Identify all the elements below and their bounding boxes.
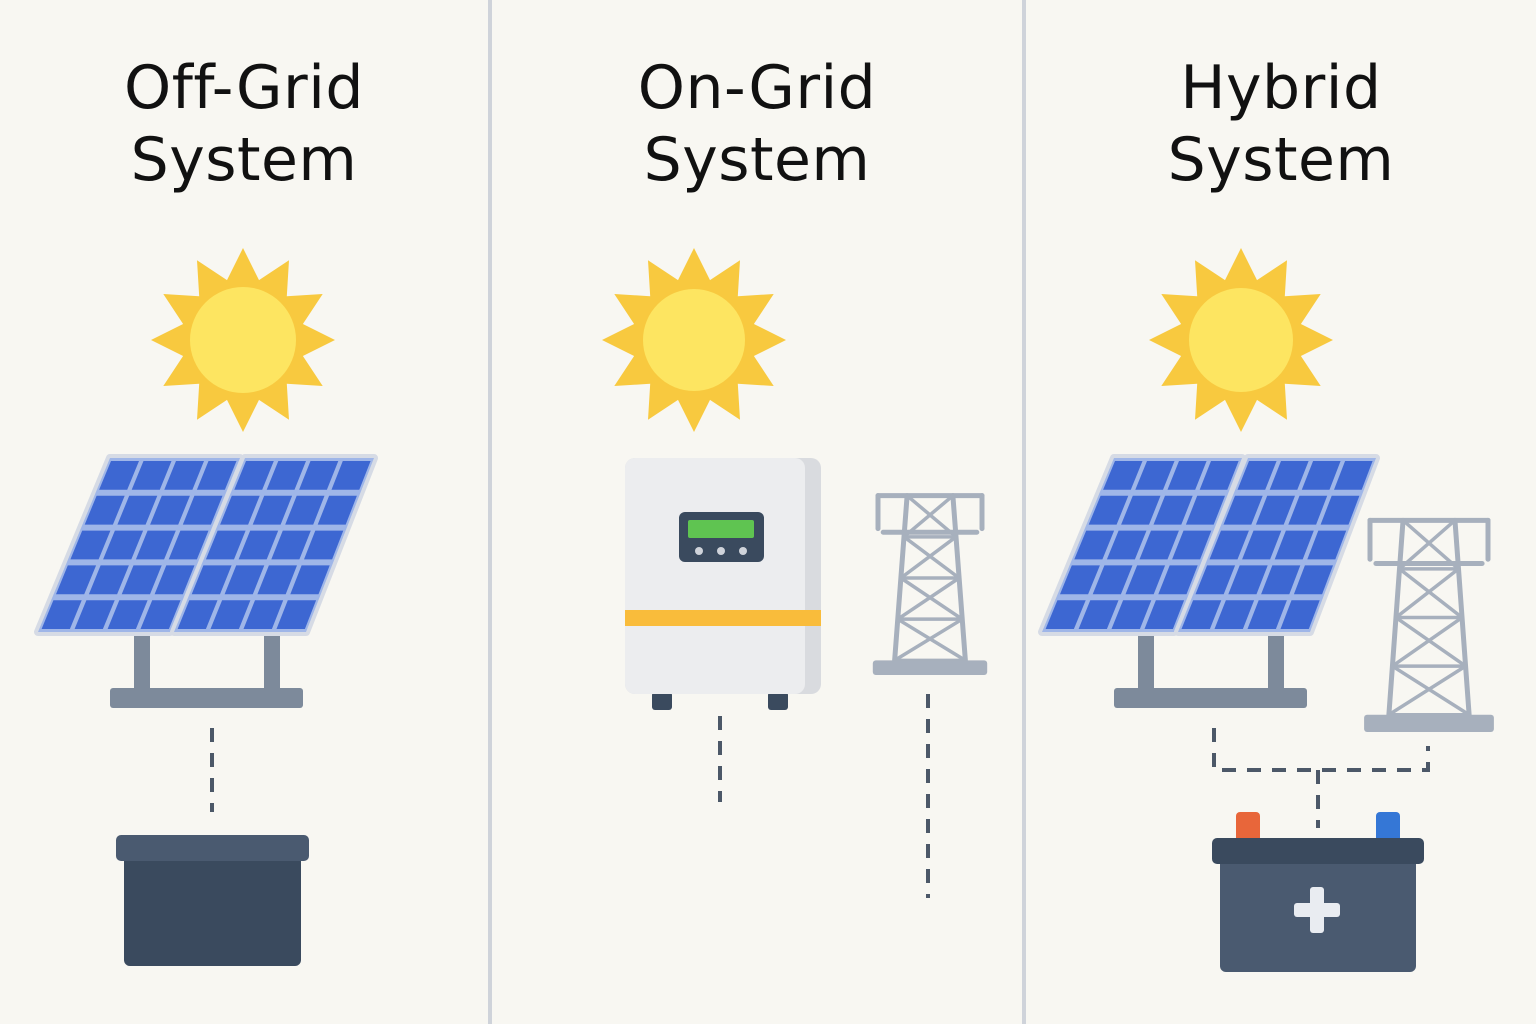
sun-icon [1149,248,1333,432]
solar-panel-left-icon [1038,454,1246,636]
plus-icon [1294,887,1340,933]
negative-terminal [1376,812,1400,842]
title-line-2: System [130,125,358,195]
power-tower-icon [872,493,988,675]
panel-hybrid: Hybrid System [1026,0,1536,1024]
solar-panel-right-icon [170,454,378,636]
off-grid-illustration [34,248,378,966]
panel-title: Hybrid System [1026,52,1536,196]
title-line-1: Off-Grid [124,53,364,123]
inverter-icon [625,458,821,710]
panel-title: Off-Grid System [0,52,488,196]
title-line-2: System [1167,125,1395,195]
solar-panel-left-icon [34,454,244,636]
sun-icon [151,248,335,432]
title-line-2: System [643,125,871,195]
power-tower-icon [1364,517,1494,732]
on-grid-illustration [602,248,988,898]
hybrid-illustration [1038,248,1494,972]
solar-panels-icon [34,454,378,708]
title-line-1: On-Grid [637,53,877,123]
divider-right [1022,0,1026,1024]
sun-icon [602,248,786,432]
battery-icon [116,835,309,966]
battery-icon [1212,812,1424,972]
solar-panel-right-icon [1174,454,1380,636]
connection-lines [1212,728,1430,828]
divider-left [488,0,492,1024]
panel-on-grid: On-Grid System [492,0,1022,1024]
panel-off-grid: Off-Grid System [0,0,488,1024]
solar-panels-icon [1038,454,1380,708]
positive-terminal [1236,812,1260,842]
title-line-1: Hybrid [1180,53,1382,123]
panel-title: On-Grid System [492,52,1022,196]
connection-lines [718,694,930,898]
